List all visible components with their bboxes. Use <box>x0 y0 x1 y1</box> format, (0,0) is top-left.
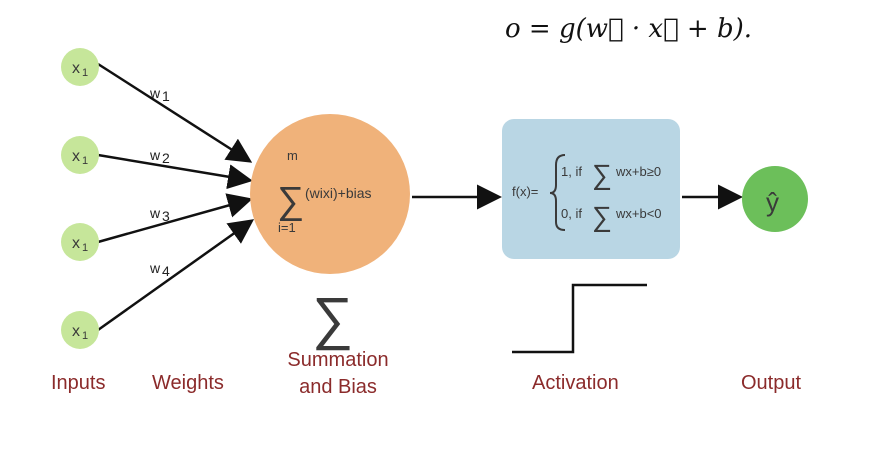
input-label: x <box>72 148 80 165</box>
input-subscript: 1 <box>82 67 88 79</box>
caption-output: Output <box>741 372 801 394</box>
connection-line-4 <box>97 219 255 332</box>
weight-subscript: 2 <box>162 150 170 166</box>
weight-letter: w <box>149 85 161 101</box>
step-function-graph <box>512 283 647 354</box>
connection-line-3 <box>97 193 253 244</box>
input-circle <box>61 136 99 174</box>
input-connections <box>97 62 255 332</box>
weight-subscript: 3 <box>162 208 170 224</box>
activation-case1-sigma: ∑ <box>592 159 612 190</box>
perceptron-formula: o = g(w⃗ · x⃗ + b). <box>505 14 752 44</box>
connection-line-2 <box>97 153 253 190</box>
output-node: ŷ <box>742 166 808 232</box>
weight-label-3: w 3 <box>149 205 170 224</box>
input-circle <box>61 48 99 86</box>
summation-lower-limit: i=1 <box>278 220 296 235</box>
input-node-3: x 1 <box>61 223 99 261</box>
summation-expression: (wixi)+bias <box>305 185 372 201</box>
summation-symbol-large: ∑ <box>312 286 353 351</box>
input-subscript: 1 <box>82 155 88 167</box>
caption-inputs: Inputs <box>51 372 105 394</box>
weight-letter: w <box>149 260 161 276</box>
summation-circle <box>250 114 410 274</box>
weight-letter: w <box>149 205 161 221</box>
activation-case1-expression: wx+b≥0 <box>615 164 661 179</box>
caption-summation-line2: and Bias <box>299 376 377 398</box>
input-circle <box>61 311 99 349</box>
summation-node: m ∑ (wixi)+bias i=1 <box>250 114 410 274</box>
weight-label-4: w 4 <box>149 260 170 279</box>
input-label: x <box>72 235 80 252</box>
activation-case2-prefix: 0, if <box>561 206 582 221</box>
activation-lhs: f(x)= <box>512 184 538 199</box>
caption-activation: Activation <box>532 372 619 394</box>
activation-brace <box>549 154 566 231</box>
input-subscript: 1 <box>82 330 88 342</box>
input-circle <box>61 223 99 261</box>
input-subscript: 1 <box>82 242 88 254</box>
activation-box <box>502 119 680 259</box>
input-label: x <box>72 60 80 77</box>
activation-case2-expression: wx+b<0 <box>615 206 662 221</box>
weight-subscript: 1 <box>162 88 170 104</box>
caption-weights: Weights <box>152 372 224 394</box>
input-node-2: x 1 <box>61 136 99 174</box>
weight-letter: w <box>149 147 161 163</box>
activation-case2-sigma: ∑ <box>592 201 612 232</box>
weight-label-2: w 2 <box>149 147 170 166</box>
weight-label-1: w 1 <box>149 85 170 104</box>
input-node-4: x 1 <box>61 311 99 349</box>
caption-summation-line1: Summation <box>287 349 388 371</box>
weight-subscript: 4 <box>162 263 170 279</box>
activation-case1-prefix: 1, if <box>561 164 582 179</box>
input-label: x <box>72 323 80 340</box>
connection-line-1 <box>97 62 253 163</box>
output-label: ŷ <box>766 187 779 217</box>
input-node-1: x 1 <box>61 48 99 86</box>
summation-sigma: ∑ <box>277 180 304 222</box>
summation-upper-limit: m <box>287 148 298 163</box>
activation-node: f(x)= 1, if ∑ wx+b≥0 0, if ∑ wx+b<0 <box>502 119 680 259</box>
output-circle <box>742 166 808 232</box>
